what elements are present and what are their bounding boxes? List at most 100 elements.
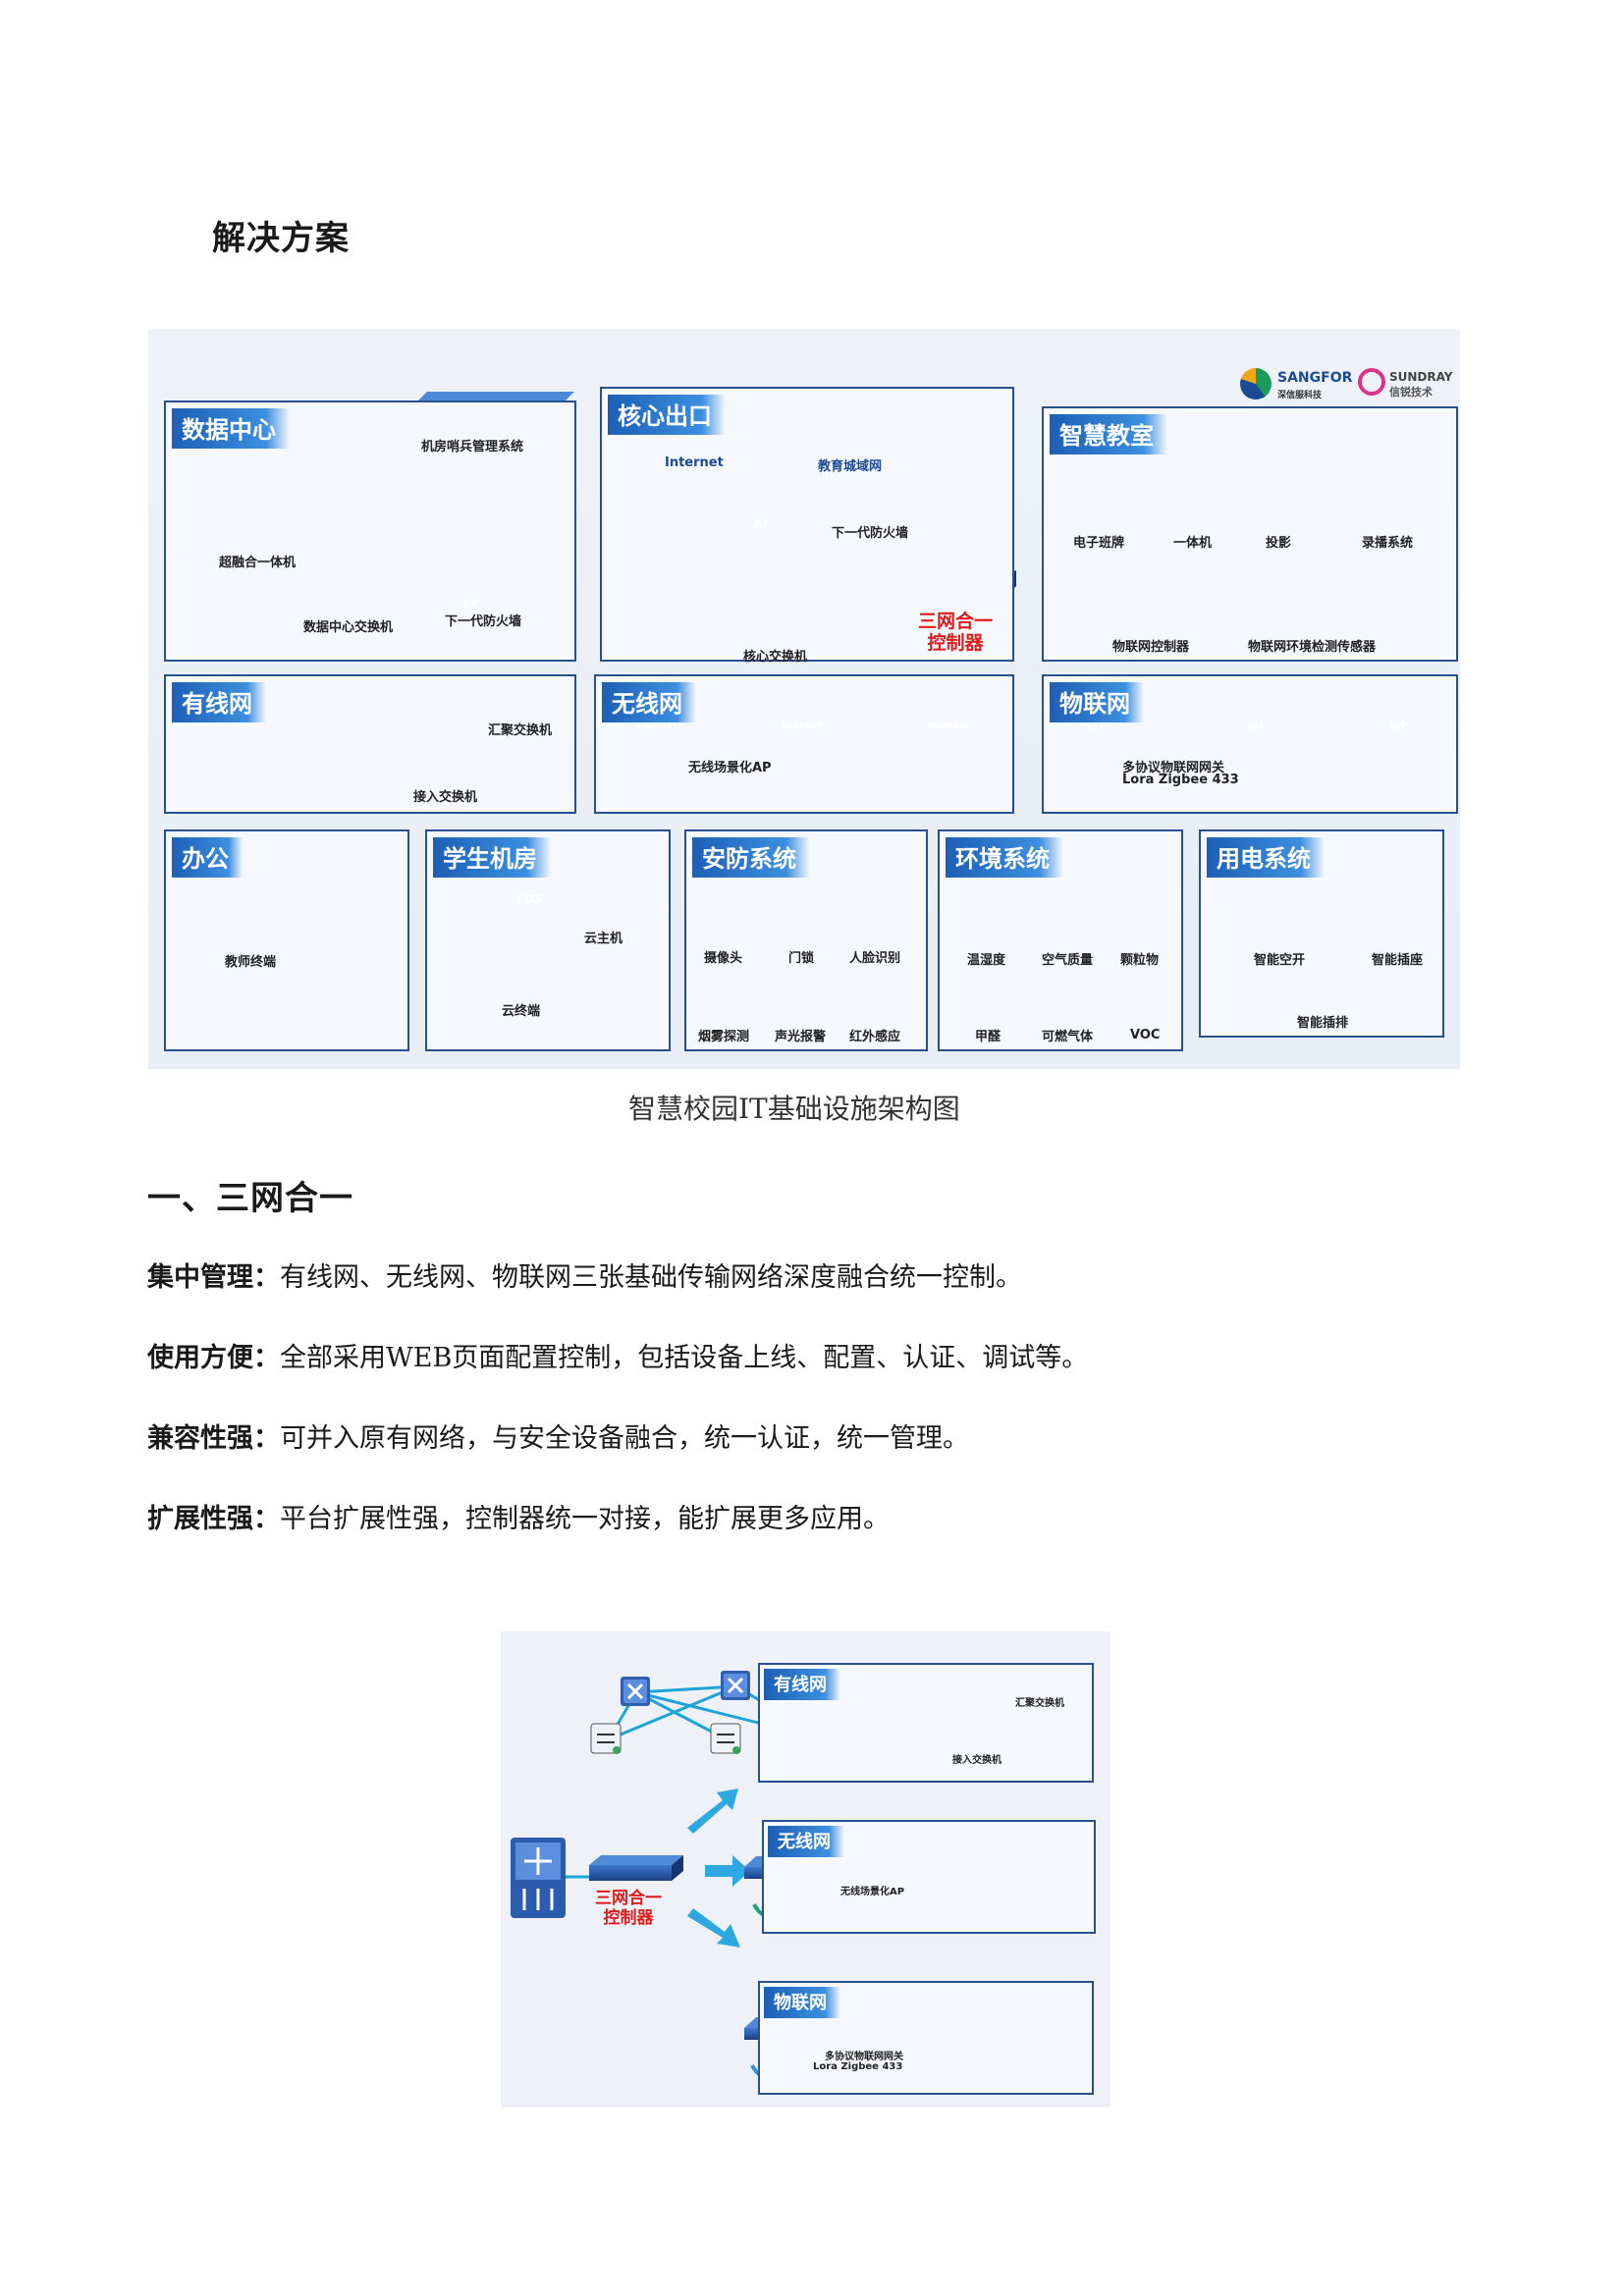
fig2-panel-iot: 物联网 多协议物联网网关 Lora Zigbee 433 — [758, 1981, 1094, 2095]
label-door-lock: 门锁 — [788, 951, 815, 966]
item-term: 集中管理： — [147, 1262, 280, 1293]
label-iot-protocols: Lora Zigbee 433 — [1122, 773, 1239, 787]
label-alarm: 声光报警 — [775, 1030, 827, 1044]
fig2-panel-title-wired: 有线网 — [764, 1669, 840, 1700]
panel-title-wired: 有线网 — [172, 682, 266, 722]
label-aggregation-switch: 汇聚交换机 — [488, 723, 553, 738]
panel-title-iot: 物联网 — [1050, 682, 1144, 722]
panel-iot: 物联网 多协议物联网网关 Lora Zigbee 433 — [1042, 674, 1458, 814]
label-edu-network: 教育城域网 — [818, 459, 883, 474]
label-smoke-detector: 烟雾探测 — [698, 1030, 750, 1044]
item-compatible: 兼容性强：可并入原有网络，与安全设备融合，统一认证，统一管理。 — [147, 1419, 969, 1459]
label-particulate: 颗粒物 — [1120, 953, 1160, 968]
label-formaldehyde: 甲醛 — [975, 1030, 1001, 1044]
panel-title-classroom: 智慧教室 — [1050, 414, 1167, 454]
fig2-panel-title-wireless: 无线网 — [768, 1826, 844, 1857]
panel-wireless: 无线网 无线场景化AP — [594, 674, 1014, 814]
panel-title-office: 办公 — [172, 837, 243, 878]
fig2-panel-wireless: 无线网 无线场景化AP — [762, 1820, 1096, 1934]
panel-office: 办公 教师终端 — [164, 829, 409, 1051]
item-text: 全部采用WEB页面配置控制，包括设备上线、配置、认证、调试等。 — [280, 1343, 1089, 1373]
fig2-label-scene-ap: 无线场景化AP — [840, 1887, 905, 1897]
tag-sundray-1: SUNDRAY — [635, 721, 677, 730]
label-infrared: 红外感应 — [849, 1030, 901, 1044]
label-smart-power-strip: 智能插排 — [1297, 1016, 1349, 1031]
panel-title-datacenter: 数据中心 — [172, 408, 290, 449]
panel-core: 核心出口 Internet 教育城域网 下一代防火墙 核心交换机 三网合一控制器 — [600, 387, 1014, 665]
panel-title-core: 核心出口 — [608, 395, 726, 435]
tag-af-core: AF — [754, 517, 771, 530]
label-hci: 超融合一体机 — [219, 556, 297, 570]
panel-title-lab: 学生机房 — [433, 837, 551, 878]
section1-title: 一、三网合一 — [147, 1179, 353, 1218]
label-scene-ap: 无线场景化AP — [688, 761, 772, 775]
panel-wired: 有线网 汇聚交换机 接入交换机 — [164, 674, 576, 814]
fig2-graphics — [511, 1669, 1064, 2084]
sundray-logo-mark — [1358, 368, 1385, 396]
panel-datacenter: 数据中心 机房哨兵管理系统 超融合一体机 数据中心交换机 下一代防火墙 — [164, 400, 576, 662]
label-air-quality: 空气质量 — [1042, 953, 1094, 968]
label-smart-socket: 智能插座 — [1372, 953, 1424, 968]
label-teacher-terminal: 教师终端 — [225, 955, 277, 970]
panel-title-env: 环境系统 — [946, 837, 1063, 878]
label-projector: 投影 — [1266, 536, 1292, 551]
item-term: 扩展性强： — [147, 1504, 280, 1534]
panel-classroom: 智慧教室 电子班牌 一体机 投影 录播系统 物联网控制器 物联网环境检测传感器 — [1042, 406, 1458, 662]
label-dc-switch: 数据中心交换机 — [303, 620, 394, 635]
tag-sundray-2: SUNDRAY — [781, 721, 823, 730]
item-extensible: 扩展性强：平台扩展性强，控制器统一对接，能扩展更多应用。 — [147, 1500, 890, 1539]
panel-title-power: 用电系统 — [1207, 837, 1325, 878]
sangfor-logo-mark — [1240, 368, 1272, 400]
label-dc-firewall: 下一代防火墙 — [445, 614, 522, 629]
fig2-label-aggregation-switch: 汇聚交换机 — [1015, 1698, 1064, 1709]
panel-security: 安防系统 摄像头 门锁 人脸识别 烟雾探测 声光报警 红外感应 — [684, 829, 928, 1051]
tag-sundray-3: SUNDRAY — [928, 721, 970, 730]
heading-solution: 解决方案 — [212, 219, 350, 258]
label-cloud-terminal: 云终端 — [502, 1004, 541, 1019]
tag-iot-1: IoT — [1087, 721, 1105, 732]
item-convenient: 使用方便：全部采用WEB页面配置控制，包括设备上线、配置、认证、调试等。 — [147, 1339, 1088, 1378]
label-recording: 录播系统 — [1362, 536, 1414, 551]
figure1-caption: 智慧校园IT基础设施架构图 — [628, 1093, 960, 1125]
tag-vds: VDS — [515, 892, 543, 906]
label-access-switch: 接入交换机 — [413, 790, 478, 805]
item-centralized: 集中管理：有线网、无线网、物联网三张基础传输网络深度融合统一控制。 — [147, 1258, 1022, 1298]
fig2-label-iot-gateway: 多协议物联网网关 — [825, 2052, 903, 2062]
panel-lab: 学生机房 云主机 云终端 — [425, 829, 671, 1051]
label-voc: VOC — [1130, 1028, 1161, 1042]
item-term: 兼容性强： — [147, 1423, 280, 1454]
fig2-panel-title-iot: 物联网 — [764, 1987, 840, 2018]
label-core-switch: 核心交换机 — [743, 650, 808, 665]
label-iot-gateway: 多协议物联网网关 — [1122, 761, 1225, 775]
three-network-diagram: 三网合一控制器 有线网 汇聚交换机 接入交换机 无线网 无线场景化AP 物联网 … — [501, 1631, 1110, 2108]
fig2-panel-wired: 有线网 汇聚交换机 接入交换机 — [758, 1663, 1094, 1783]
label-iot-controller: 物联网控制器 — [1112, 640, 1190, 655]
label-class-sign: 电子班牌 — [1073, 536, 1125, 551]
fig2-controller-label: 三网合一控制器 — [595, 1889, 662, 1928]
label-cloud-host: 云主机 — [584, 932, 623, 946]
panel-env: 环境系统 温湿度 空气质量 颗粒物 甲醛 可燃气体 VOC — [938, 829, 1183, 1051]
panel-title-wireless: 无线网 — [602, 682, 696, 722]
tag-af-dc: AF — [462, 598, 479, 611]
label-smart-breaker: 智能空开 — [1254, 953, 1306, 968]
tag-iot-3: IoT — [1389, 721, 1407, 732]
fig2-label-iot-protocols: Lora Zigbee 433 — [813, 2061, 903, 2072]
label-env-sensor: 物联网环境检测传感器 — [1248, 640, 1377, 655]
label-camera: 摄像头 — [704, 951, 743, 966]
label-sentinel: 机房哨兵管理系统 — [421, 440, 524, 454]
label-all-in-one: 一体机 — [1173, 536, 1213, 551]
label-combustible-gas: 可燃气体 — [1042, 1030, 1094, 1044]
label-internet: Internet — [665, 455, 724, 470]
tag-iot-2: IoT — [1248, 721, 1266, 732]
label-temp-humidity: 温湿度 — [967, 953, 1006, 968]
label-core-firewall: 下一代防火墙 — [832, 526, 909, 541]
item-text: 可并入原有网络，与安全设备融合，统一认证，统一管理。 — [280, 1423, 969, 1454]
label-controller: 三网合一控制器 — [918, 611, 994, 654]
fig2-label-access-switch: 接入交换机 — [952, 1755, 1001, 1766]
item-text: 平台扩展性强，控制器统一对接，能扩展更多应用。 — [280, 1504, 890, 1534]
panel-title-security: 安防系统 — [692, 837, 810, 878]
label-face-recognition: 人脸识别 — [849, 951, 901, 966]
